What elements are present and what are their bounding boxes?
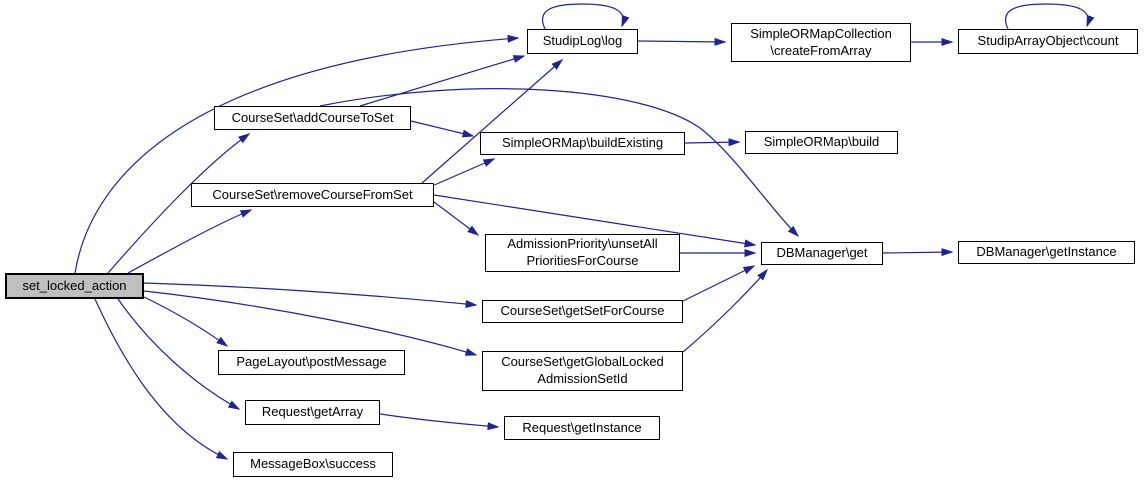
graph-node-removeCourseFromSet[interactable]: CourseSet\removeCourseFromSet (191, 183, 434, 207)
graph-node-set_locked_action[interactable]: set_locked_action (5, 273, 144, 299)
edge-set_locked_action-to-postMessage (143, 296, 229, 347)
graph-node-label: SimpleORMapCollection (750, 25, 892, 41)
graph-node-label: DBManager\getInstance (976, 244, 1117, 260)
edge-set_locked_action-to-request_getArray (117, 298, 241, 410)
graph-node-dbmanager_getInstance[interactable]: DBManager\getInstance (958, 241, 1135, 264)
graph-node-label: SimpleORMap\buildExisting (501, 135, 664, 151)
edge-set_locked_action-to-removeCourseFromSet (127, 209, 253, 274)
graph-node-label: CourseSet\addCourseToSet (231, 109, 394, 125)
edge-dbmanager_get-to-dbmanager_getInstance (882, 248, 954, 257)
edge-set_locked_action-to-getSetForCourse (143, 282, 478, 308)
graph-node-label: AdmissionSetId (537, 371, 628, 386)
graph-node-label: PrioritiesForCourse (526, 253, 639, 268)
graph-node-label: Request\getArray (261, 404, 364, 420)
graph-node-messagebox_success[interactable]: MessageBox\success (233, 452, 393, 477)
graph-node-label: set_locked_action (22, 277, 127, 293)
edge-studiparrayobject_count-to-studiparrayobject_count-self-loop (1004, 3, 1095, 30)
graph-node-postMessage[interactable]: PageLayout\postMessage (218, 350, 405, 375)
edge-studiplog_log-to-createFromArray (637, 37, 727, 46)
graph-node-request_getArray[interactable]: Request\getArray (245, 400, 380, 425)
graph-node-build[interactable]: SimpleORMap\build (745, 131, 898, 154)
graph-node-label: PageLayout\postMessage (236, 354, 387, 370)
graph-node-createFromArray[interactable]: SimpleORMapCollection\createFromArray (731, 23, 911, 62)
edge-addCourseToSet-to-studiplog_log (359, 55, 526, 107)
edge-removeCourseFromSet-to-buildExisting (431, 158, 496, 187)
graph-node-label: Request\getInstance (522, 419, 642, 435)
edge-getSetForCourse-to-dbmanager_get (682, 265, 756, 302)
edge-request_getArray-to-request_getInstance (379, 413, 500, 431)
edge-removeCourseFromSet-to-unsetAllPriorities (433, 201, 480, 236)
edge-set_locked_action-to-getGlobalLocked (143, 290, 478, 356)
edge-set_locked_action-to-studiplog_log (74, 34, 520, 274)
edge-set_locked_action-to-addCourseToSet (107, 133, 251, 274)
graph-node-label: CourseSet\getSetForCourse (500, 303, 665, 319)
graph-node-getSetForCourse[interactable]: CourseSet\getSetForCourse (482, 300, 683, 323)
graph-node-dbmanager_get[interactable]: DBManager\get (761, 242, 883, 265)
edge-studiplog_log-to-studiplog_log-self-loop (541, 3, 630, 30)
graph-node-addCourseToSet[interactable]: CourseSet\addCourseToSet (214, 106, 411, 130)
graph-node-label: SimpleORMap\build (763, 134, 880, 150)
edge-addCourseToSet-to-buildExisting (410, 120, 475, 138)
edge-set_locked_action-to-messagebox_success (94, 298, 229, 460)
graph-node-studiparrayobject_count[interactable]: StudipArrayObject\count (958, 29, 1138, 54)
graph-node-label: \createFromArray (770, 42, 872, 58)
graph-node-label: StudipArrayObject\count (977, 33, 1119, 49)
edge-getGlobalLocked-to-dbmanager_get (682, 268, 768, 353)
graph-node-studiplog_log[interactable]: StudipLog\log (527, 29, 638, 54)
graph-node-label: CourseSet\getGlobalLocked (501, 354, 664, 370)
edge-removeCourseFromSet-to-studiplog_log (421, 59, 564, 184)
graph-node-label: MessageBox\success (250, 456, 376, 472)
graph-node-label: StudipLog\log (542, 33, 623, 49)
edge-buildExisting-to-build (684, 138, 741, 147)
edge-removeCourseFromSet-to-dbmanager_get (433, 194, 757, 248)
graph-node-label: CourseSet\removeCourseFromSet (212, 186, 413, 202)
graph-node-buildExisting[interactable]: SimpleORMap\buildExisting (480, 132, 685, 155)
graph-node-label: DBManager\get (776, 245, 868, 261)
graph-node-request_getInstance[interactable]: Request\getInstance (504, 416, 660, 440)
edge-addCourseToSet-to-dbmanager_get (319, 88, 800, 238)
graph-node-label: AdmissionPriority\unsetAll (507, 236, 658, 252)
